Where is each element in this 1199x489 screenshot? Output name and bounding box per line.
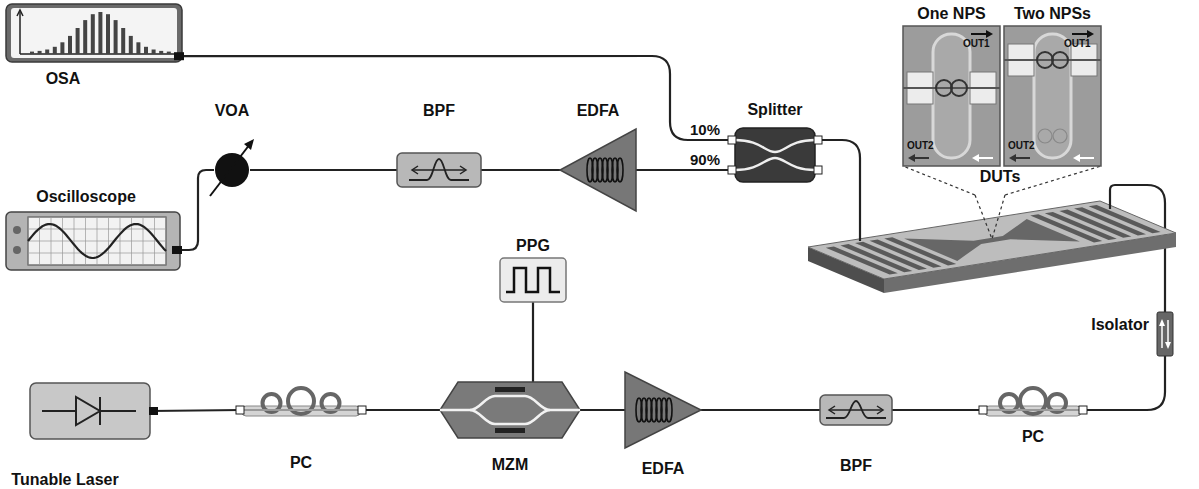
modulator-node: MZM [440,382,580,438]
polarization-controller: PC [985,392,1081,428]
fiber-link [150,410,242,411]
fiber-link [250,169,397,171]
fiber-link [892,409,985,411]
isolator-node: Isolator [1157,312,1173,356]
polarization-controller: PC [242,392,360,428]
isolator-icon [1157,312,1173,356]
port-label: OUT2 [1008,140,1035,151]
polarization-controller-icon [985,392,1081,428]
port-ratio: 10% [688,121,722,138]
component-label: DUTs [980,168,1021,186]
fiber-link [636,169,735,171]
amplifier-icon [560,129,636,211]
component-label: Splitter [747,101,802,119]
attenuator-symbol [214,152,250,188]
polarization-controller-icon [242,392,360,428]
port-ratio: 90% [688,151,722,168]
pulse-generator-icon [500,258,566,302]
zoom-line [903,166,975,195]
component-label: PPG [516,237,550,255]
laser-node: Tunable Laser [30,383,150,439]
fiber-link [701,409,820,411]
component-label: PC [290,454,312,472]
splitter-node: Splitter [735,128,815,182]
filter-icon [820,395,892,425]
fiber-link [580,409,625,411]
fiber-link [1081,356,1165,410]
filter-node: BPF [397,153,481,187]
component-label: VOA [215,102,250,120]
oscilloscope-icon [6,212,180,270]
component-label: BPF [423,102,455,120]
port-label: OUT1 [1064,38,1091,49]
instrument-oscilloscope: Oscilloscope [6,212,180,270]
filter-icon [397,153,481,187]
modulator-icon [440,382,580,438]
component-label: BPF [840,457,872,475]
attenuator-node: VOA [214,152,250,188]
filter-node: BPF [820,395,892,425]
component-label: MZM [492,456,528,474]
component-label: Tunable Laser [11,471,118,489]
pulse-generator-node: PPG [500,258,566,302]
component-label: Two NPSs [1014,5,1091,23]
amplifier-icon [625,372,701,448]
instrument-osa: OSA [6,4,182,62]
fiber-link [532,302,534,382]
port-label: OUT1 [963,38,990,49]
component-label: OSA [46,70,81,88]
port-label: OUT2 [907,140,934,151]
device-chip: DUTs [800,195,1180,300]
micrograph-inset: Two NPSsOUT1OUT2 [1004,26,1101,166]
osa-icon [6,4,182,62]
component-label: EDFA [642,460,685,478]
photonic-chip [800,195,1180,300]
fiber-link [360,409,440,411]
fiber-link [182,56,735,140]
fiber-link [815,140,860,195]
splitter-icon [735,128,815,182]
fiber-link [180,170,214,250]
laser-icon [30,383,150,439]
component-label: Oscilloscope [36,188,136,206]
fiber-link [481,169,560,171]
amplifier-node: EDFA [625,372,701,448]
component-label: PC [1022,428,1044,446]
component-label: One NPS [917,5,985,23]
component-label: Isolator [1091,316,1149,334]
amplifier-node: EDFA [560,129,636,211]
micrograph-inset: One NPSOUT1OUT2 [903,26,1000,166]
component-label: EDFA [577,102,620,120]
